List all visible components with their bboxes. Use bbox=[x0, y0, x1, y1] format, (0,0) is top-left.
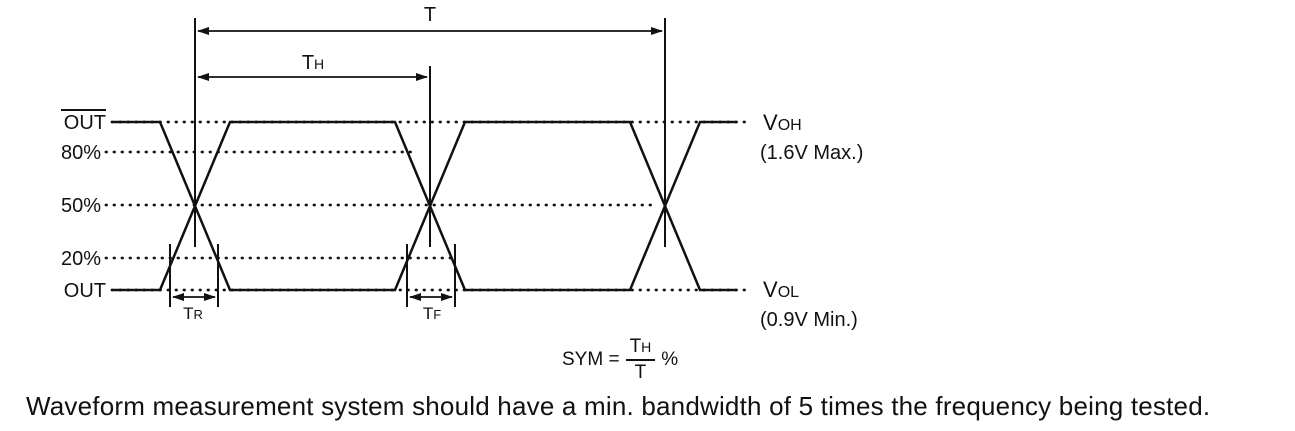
label-tf: TF bbox=[423, 304, 441, 323]
formula-numerator: TH bbox=[625, 336, 656, 361]
label-tr-sub: R bbox=[194, 307, 203, 322]
formula-lhs: SYM = bbox=[562, 349, 620, 371]
label-tf-main: T bbox=[423, 304, 433, 323]
formula-numerator-main: T bbox=[629, 336, 642, 357]
dimension-lines bbox=[172, 27, 663, 301]
label-voh-note: (1.6V Max.) bbox=[760, 142, 863, 164]
label-out: OUT bbox=[64, 280, 106, 302]
label-voh-main: V bbox=[763, 110, 778, 135]
reference-level-lines bbox=[104, 120, 752, 292]
label-th-main: T bbox=[302, 52, 314, 74]
label-period-T: T bbox=[424, 4, 436, 26]
label-voh-sub: OH bbox=[778, 117, 802, 134]
label-50pct: 50% bbox=[61, 195, 101, 217]
label-th: TH bbox=[302, 52, 324, 74]
label-20pct: 20% bbox=[61, 248, 101, 270]
bandwidth-note: Waveform measurement system should have … bbox=[26, 391, 1211, 421]
label-out-bar: OUT bbox=[64, 112, 106, 134]
label-vol-sub: OL bbox=[778, 284, 799, 301]
label-vol: VOL bbox=[763, 277, 799, 302]
formula-denominator: T bbox=[634, 361, 647, 383]
extension-lines bbox=[169, 18, 666, 307]
label-80pct: 80% bbox=[61, 142, 101, 164]
formula-numerator-sub: H bbox=[641, 339, 652, 355]
label-vol-main: V bbox=[763, 277, 778, 302]
label-tf-sub: F bbox=[433, 307, 441, 322]
label-tr: TR bbox=[183, 304, 203, 323]
label-vol-note: (0.9V Min.) bbox=[760, 309, 858, 331]
label-th-sub: H bbox=[314, 56, 324, 72]
label-tr-main: T bbox=[183, 304, 193, 323]
symmetry-formula: SYM = TH T % bbox=[562, 337, 678, 383]
label-voh: VOH bbox=[763, 110, 802, 135]
formula-fraction: TH T bbox=[625, 336, 656, 383]
formula-suffix: % bbox=[661, 349, 679, 371]
